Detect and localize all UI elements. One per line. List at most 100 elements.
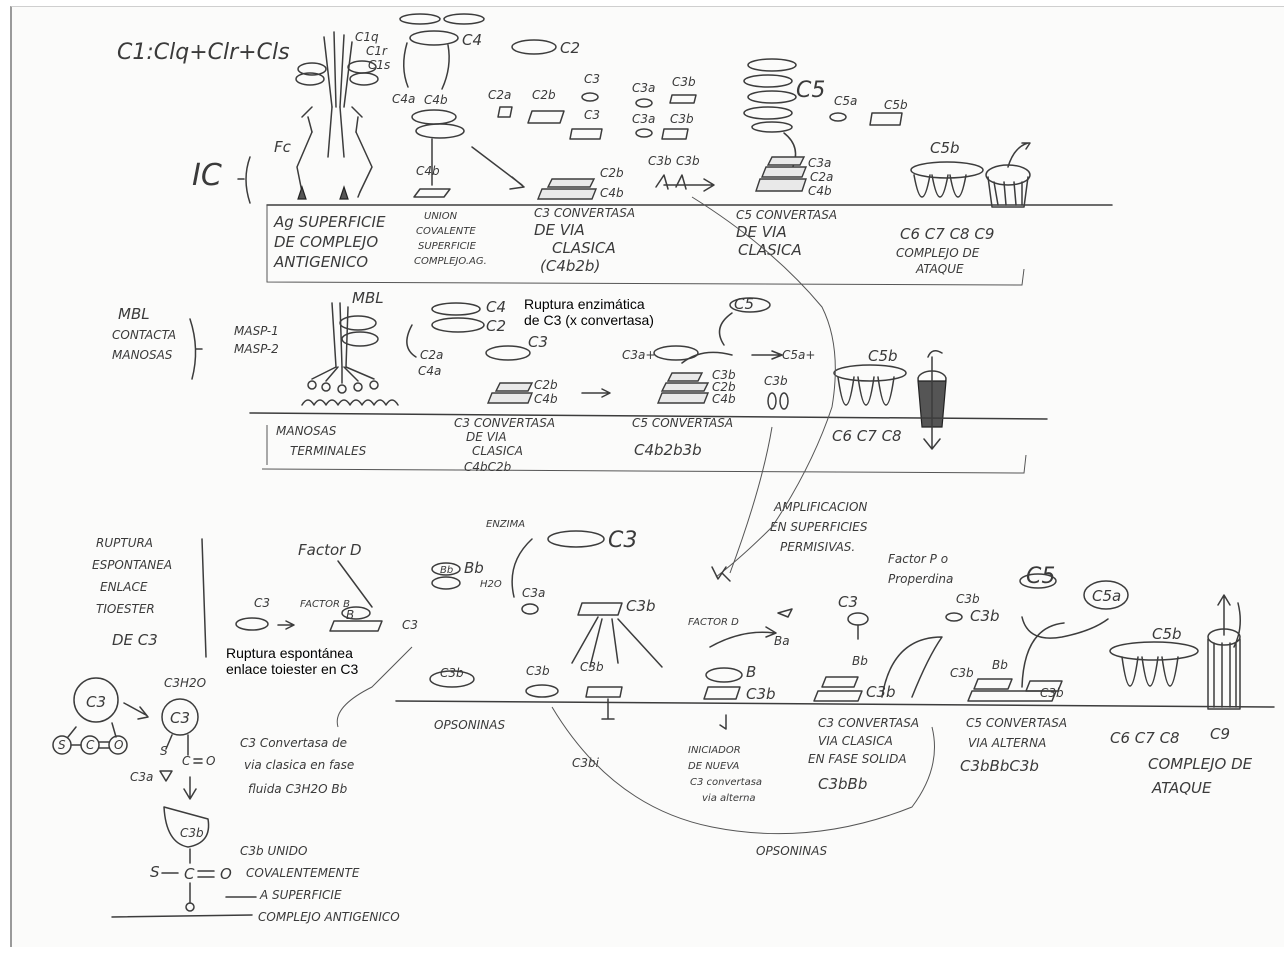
alt-side-2: ESPONTANEA [92,558,172,572]
sketch-paper: C1:Clq+Clr+Cls C1q C1r C1s Fc IC C4 C2 [10,6,1284,947]
alt-c3-label: C3 [254,596,270,610]
ag-label-2: DE COMPLEJO [274,233,378,251]
alt-b-mid: B [746,663,756,681]
c3b-mem-label: C3b [648,154,672,168]
fluid-arrow [336,646,413,728]
mbl-side-1: MBL [118,305,150,323]
c3a-label: C3a [632,81,655,95]
lectin-c3b-free: C3b [764,374,788,388]
factor-p-1: Factor P o [888,552,948,566]
thio-c-2: C [182,754,191,768]
alt-c3b-mid: C3b [746,685,776,703]
alt-c3b-center: C3b [626,597,656,615]
alt-ba: Ba [774,634,790,648]
lectin-c5a: C5a+ [782,348,815,362]
ag-label-1: Ag SUPERFICIE [273,213,386,231]
iniciador-3: C3 convertasa [690,777,762,788]
alt-opsoninas-bottom: OPSONINAS [756,844,827,858]
c1-complex [295,31,379,200]
c4b-label: C4b [424,93,448,107]
thio-s-2: S [160,744,168,758]
factor-d-arrow [337,560,373,608]
alt-c3b-c5conv-2: C3b [1040,686,1064,700]
c1s-label: C1s [368,58,390,72]
alt-factor-d-mid: FACTOR D [688,617,739,628]
c4b-label-2: C4b [416,164,440,178]
mac-complex-alternative [1109,594,1241,710]
c5conv-alt-3: C3bBbC3b [960,757,1039,775]
c3conv-solid-1: C3 CONVERTASA [818,716,919,730]
masp2-label: MASP-2 [234,342,279,356]
c5conv-label-3: CLASICA [738,241,802,259]
lectin-arrow [581,388,611,398]
alt-c3b-solid: C3b [866,683,896,701]
opsonin-curve [551,706,935,835]
alt-side-4: TIOESTER [96,602,155,616]
c3b-deposition-arrow [655,174,715,192]
thio-c-3: C [184,865,195,883]
mbl-brace [189,318,203,380]
spontaneous-annotation-line1: Ruptura espontánea [226,645,353,661]
c2b-label: C2b [532,88,556,102]
alt-c3bi: C3bi [572,756,600,770]
c5conv-c2a: C2a [810,170,833,184]
c2b-mem-label: C2b [600,166,624,180]
c3b-mem-label-2: C3b [676,154,700,168]
amplificacion-2: EN SUPERFICIES [770,520,868,534]
classical-box [266,205,1025,286]
lectin-mac-components: C6 C7 C8 [832,427,902,445]
union-label-1: UNION [424,211,458,222]
c3conv-fluid-2: via clasica en fase [244,758,354,772]
thio-s: S [58,738,66,752]
c4-arrows [403,42,450,90]
mac-label-1: COMPLEJO DE [896,246,980,260]
alt-enzima: ENZIMA [486,519,525,530]
alt-c3-properdin: C3 [838,593,858,611]
lectin-box [261,425,1027,474]
alt-c3a-center: C3a [522,586,545,600]
c3-label-2: C3 [584,108,600,122]
lectin-c3conv-2: DE VIA [466,430,507,444]
c3conv-label-2: DE VIA [534,221,585,239]
c4b-bound [413,188,451,198]
alt-mac-components: C6 C7 C8 [1110,729,1180,747]
lectin-c3conv-3: CLASICA [472,444,523,458]
c5b-label: C5b [884,98,908,112]
c5conv-label-1: C5 CONVERTASA [736,208,837,222]
c3b-unido-1: C3b UNIDO [240,844,307,858]
thio-c3h2o: C3H2O [164,676,206,690]
alt-factor-d: Factor D [298,541,362,559]
alt-side-5: DE C3 [112,631,158,649]
thio-c3-2: C3 [170,709,190,727]
spontaneous-annotation: Ruptura espontánea enlace toiester en C3 [226,645,358,677]
ops-c3b-2: C3b [526,664,550,678]
c1-formula: C1:Clq+Clr+Cls [117,40,290,65]
union-label-4: COMPLEJO.AG. [414,256,487,267]
alt-c3-right: C3 [402,618,418,632]
c3conv-solid-3: EN FASE SOLIDA [808,752,907,766]
c3a-label-2: C3a [632,112,655,126]
union-label-3: SUPERFICIE [418,241,477,252]
thio-s-3: S [150,863,160,881]
c4b-mem-label: C4b [600,186,624,200]
alt-side-3: ENLACE [100,580,148,594]
alt-c3-center: C3 [608,528,637,553]
c5conv-alt-1: C5 CONVERTASA [966,716,1067,730]
masp1-label: MASP-1 [234,324,279,338]
lectin-c5conv-1: C5 CONVERTASA [632,416,733,430]
mbl-side-2: CONTACTA [112,328,176,342]
c2b-on-membrane [546,178,596,188]
ops-c3b-1: C3b [440,666,464,680]
c5-label: C5 [796,78,825,103]
amplificacion-1: AMPLIFICACION [773,500,867,514]
ic-label: IC [192,158,222,193]
alt-c5a: C5a [1092,587,1121,605]
c5conv-arc [1021,622,1065,688]
thio-o-2: O [206,754,215,768]
c5conv-alt-2: VIA ALTERNA [968,736,1046,750]
lectin-c3conv-4: C4bC2b [464,460,512,474]
lectin-c4: C4 [486,298,506,316]
alt-bb-small: Bb [440,565,453,576]
complement-pathways-diagram: C1:Clq+Clr+Cls C1q C1r C1s Fc IC C4 C2 [52,13,1275,924]
lectin-membrane [249,412,1048,420]
